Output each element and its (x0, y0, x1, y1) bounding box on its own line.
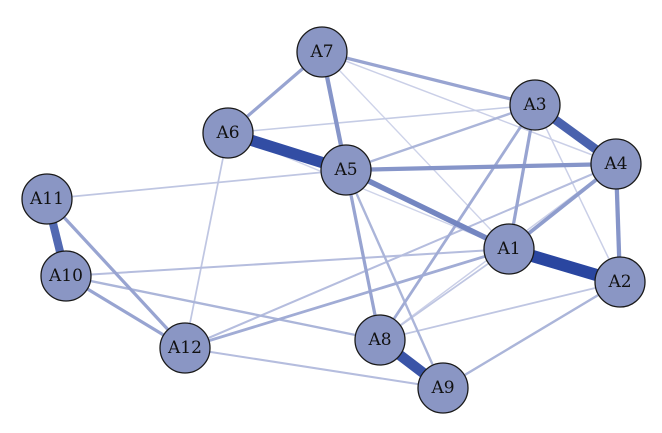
edge-a5-a4 (345, 161, 617, 173)
edge-a5-a1 (344, 167, 511, 252)
edge-a7-a3 (321, 50, 536, 107)
node-label: A2 (607, 272, 631, 292)
edge-a12-a9 (184, 346, 444, 390)
edge-a12-a6 (184, 132, 229, 349)
edge-a5-a9 (344, 169, 445, 389)
edge-a10-a8 (65, 274, 381, 342)
node-a7: A7 (296, 26, 348, 78)
node-label: A5 (333, 160, 357, 180)
node-label: A9 (430, 378, 454, 398)
node-label: A12 (167, 338, 202, 358)
node-label: A10 (48, 266, 83, 286)
node-circle (296, 26, 348, 78)
node-a11: A11 (21, 173, 73, 225)
edge-a11-a5 (46, 169, 347, 200)
node-label: A8 (367, 330, 391, 350)
edge-a10-a1 (65, 247, 510, 278)
edge-a6-a3 (227, 104, 536, 134)
node-label: A1 (496, 239, 520, 259)
edge-a7-a1 (321, 51, 510, 250)
node-a4: A4 (590, 138, 642, 190)
edge-a7-a4 (321, 51, 617, 165)
node-a8: A8 (354, 314, 406, 366)
node-a5: A5 (320, 144, 372, 196)
node-circle (509, 79, 561, 131)
node-circle (417, 362, 469, 414)
node-circle (483, 223, 535, 275)
node-a6: A6 (202, 107, 254, 159)
node-label: A11 (29, 189, 64, 209)
node-label: A7 (309, 42, 333, 62)
node-label: A6 (215, 123, 239, 143)
node-label: A4 (603, 154, 627, 174)
edge-a8-a1 (379, 248, 510, 341)
edges-layer (43, 50, 623, 393)
edge-a8-a2 (379, 281, 621, 341)
node-a1: A1 (483, 223, 535, 275)
node-circle (594, 256, 646, 308)
edge-a5-a3 (345, 103, 536, 172)
edge-a5-a8 (344, 169, 382, 341)
node-circle (202, 107, 254, 159)
edge-a11-a12 (45, 197, 187, 350)
edge-a2-a9 (442, 280, 621, 390)
node-label: A3 (522, 95, 546, 115)
node-circle (159, 322, 211, 374)
node-circle (354, 314, 406, 366)
edge-a12-a1 (184, 247, 510, 350)
node-circle (320, 144, 372, 196)
node-a2: A2 (594, 256, 646, 308)
node-a3: A3 (509, 79, 561, 131)
node-a9: A9 (417, 362, 469, 414)
node-circle (590, 138, 642, 190)
node-circle (21, 173, 73, 225)
node-a10: A10 (40, 250, 92, 302)
node-a12: A12 (159, 322, 211, 374)
node-circle (40, 250, 92, 302)
